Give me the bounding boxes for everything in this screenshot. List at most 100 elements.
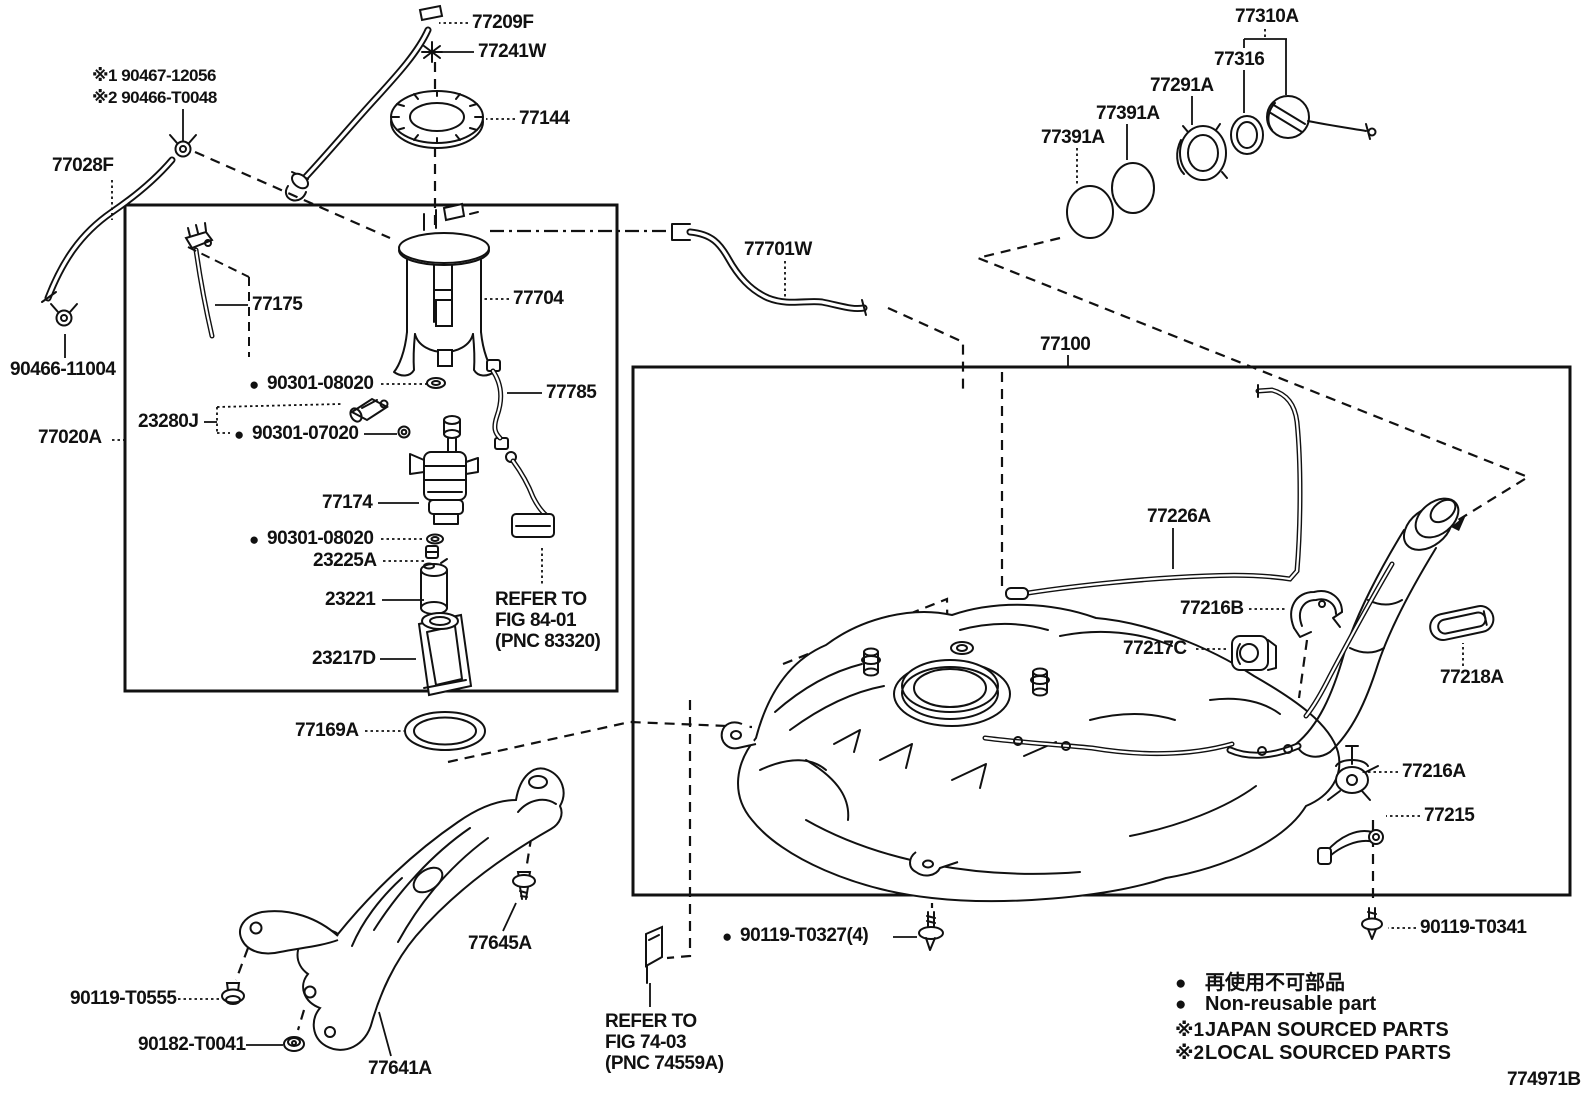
non-reusable-dot-icon: ● [249, 375, 260, 394]
part-label-90467-12056: ※1 90467-12056 [92, 67, 216, 84]
fuel-cap-77310A-icon [1266, 95, 1377, 140]
part-label-90119-T0341: 90119-T0341 [1420, 918, 1527, 937]
part-number-text: 90119-T0341 [1420, 917, 1527, 938]
clamp-77216B-icon [1290, 590, 1343, 638]
bolt-77645A-icon [512, 871, 536, 900]
fuel-pump-assembly-77704 [393, 202, 495, 377]
non-reusable-dot-icon: ● [249, 530, 260, 549]
part-label-90466-11004: 90466-11004 [10, 360, 116, 379]
part-label-23280J: 23280J [138, 412, 199, 431]
seal-77391A-left-icon [1066, 185, 1114, 239]
bolt-90119-T0327-icon [918, 911, 944, 951]
part-number-text: 90301-07020 [252, 423, 359, 444]
cushion-77218A-icon [1429, 605, 1495, 641]
part-number-text: ※2 90466-T0048 [92, 88, 217, 107]
part-label-90119-T0555: 90119-T0555 [70, 989, 177, 1008]
part-label-77316: 77316 [1214, 49, 1265, 70]
part-number-text: 90119-T0327(4) [740, 925, 869, 946]
legend-item: ※1JAPAN SOURCED PARTS [1175, 1019, 1449, 1042]
legend-dot-icon: ● [1175, 994, 1187, 1015]
part-number-text: 77144 [519, 108, 570, 129]
part-label-77218A: 77218A [1440, 668, 1504, 687]
tube-clip-77241W-icon [421, 41, 443, 63]
part-label-77209F: 77209F [472, 12, 534, 33]
tank-fitting-right-icon [1030, 667, 1050, 697]
legend-text: LOCAL SOURCED PARTS [1205, 1042, 1451, 1064]
part-label-77215: 77215 [1424, 805, 1475, 826]
grommet-90301-07020-icon [397, 425, 411, 439]
part-label-77100: 77100 [1040, 334, 1091, 355]
part-number-text: 23221 [325, 589, 376, 610]
part-number-text: 90182-T0041 [138, 1034, 246, 1055]
figure-code: 774971B [1507, 1069, 1581, 1090]
retainer-77291A-icon [1176, 123, 1228, 181]
part-label-77241W: 77241W [478, 42, 546, 61]
filler-lower-hose-icon [1226, 742, 1302, 759]
clamp-77216A-icon [1327, 745, 1379, 801]
part-number-text: 77316 [1214, 49, 1265, 70]
tank-mount-ear-left-icon [720, 721, 757, 750]
part-label-77020A: 77020A [38, 428, 102, 447]
grommet-90301-08020-lower-icon [426, 533, 444, 545]
seal-77391A-right-icon [1111, 162, 1155, 214]
part-label-77226A: 77226A [1147, 507, 1211, 526]
part-number-text: 23225A [313, 550, 377, 571]
part-label-77391A-2: 77391A [1041, 128, 1105, 147]
part-number-text: 77216B [1180, 598, 1244, 619]
non-reusable-dot-icon: ● [234, 425, 245, 444]
hose-clamp-90466-11004-icon [50, 303, 78, 327]
fuel-tank-77100 [720, 603, 1341, 903]
part-label-77217C: 77217C [1123, 639, 1187, 658]
gasket-77316-icon [1230, 115, 1264, 155]
part-label-23225A: 23225A [313, 551, 377, 570]
part-number-text: 77216A [1402, 761, 1466, 782]
legend-text: 再使用不可部品 [1205, 972, 1345, 994]
tank-box [631, 365, 1572, 897]
part-label-90119-T0327: ●90119-T0327(4) [722, 925, 869, 946]
leader-23280J [216, 403, 342, 408]
part-number-text: 77028F [52, 155, 114, 176]
tank-top-hose-icon [982, 735, 1235, 757]
part-number-text: 77226A [1147, 506, 1211, 527]
part-number-text: 77215 [1424, 805, 1475, 826]
part-number-text: 77704 [513, 288, 564, 309]
part-number-text: 77217C [1123, 638, 1187, 659]
part-label-77169A: 77169A [295, 721, 359, 740]
part-label-77310A: 77310A [1235, 7, 1299, 26]
part-number-text: 77218A [1440, 667, 1504, 688]
part-number-text: 90301-08020 [267, 373, 374, 394]
suction-filter-23217D [417, 612, 473, 697]
legend-text: JAPAN SOURCED PARTS [1205, 1019, 1449, 1041]
leader-77645A [502, 902, 517, 932]
legend-ref-marker: ※2 [1175, 1043, 1205, 1064]
fuel-pump-23221 [420, 558, 448, 615]
part-number-text: 77241W [478, 41, 546, 62]
part-label-77216B: 77216B [1180, 599, 1244, 618]
fuel-cap-group [1066, 95, 1377, 239]
spacer-23225A-icon [425, 545, 439, 559]
legend-text: Non-reusable part [1205, 993, 1377, 1015]
pump-module-box [123, 203, 619, 693]
tank-mount-ear-bottom-icon [909, 851, 959, 877]
part-number-text: 77174 [322, 492, 373, 513]
fuel-sender-gauge-77175 [184, 222, 215, 339]
part-number-text: 77209F [472, 12, 534, 33]
legend-item: ● Non-reusable part [1175, 993, 1376, 1016]
hose-clamp-90467-icon [169, 134, 197, 158]
nut-90182-T0041-icon [283, 1036, 305, 1052]
part-number-text: ※1 90467-12056 [92, 66, 216, 85]
gasket-77169A [404, 711, 486, 751]
part-label-90301-07020: ● 90301-07020 [234, 424, 359, 444]
fuel-hose-77028F [41, 156, 176, 303]
fuel-hose-77209F [284, 4, 444, 202]
part-number-text: 77175 [252, 294, 303, 315]
part-number-text: 77100 [1040, 334, 1091, 355]
bracket-77215-icon [1317, 829, 1384, 865]
part-label-90301-08020-1: ● 90301-08020 [249, 374, 374, 394]
check-valve-23280J-icon [349, 397, 389, 423]
part-label-90301-08020-2: ●90301-08020 [249, 529, 374, 549]
part-label-77291A: 77291A [1150, 76, 1214, 95]
bracket-77217C-icon [1231, 635, 1277, 671]
legend-dot-icon: ● [1175, 973, 1187, 994]
